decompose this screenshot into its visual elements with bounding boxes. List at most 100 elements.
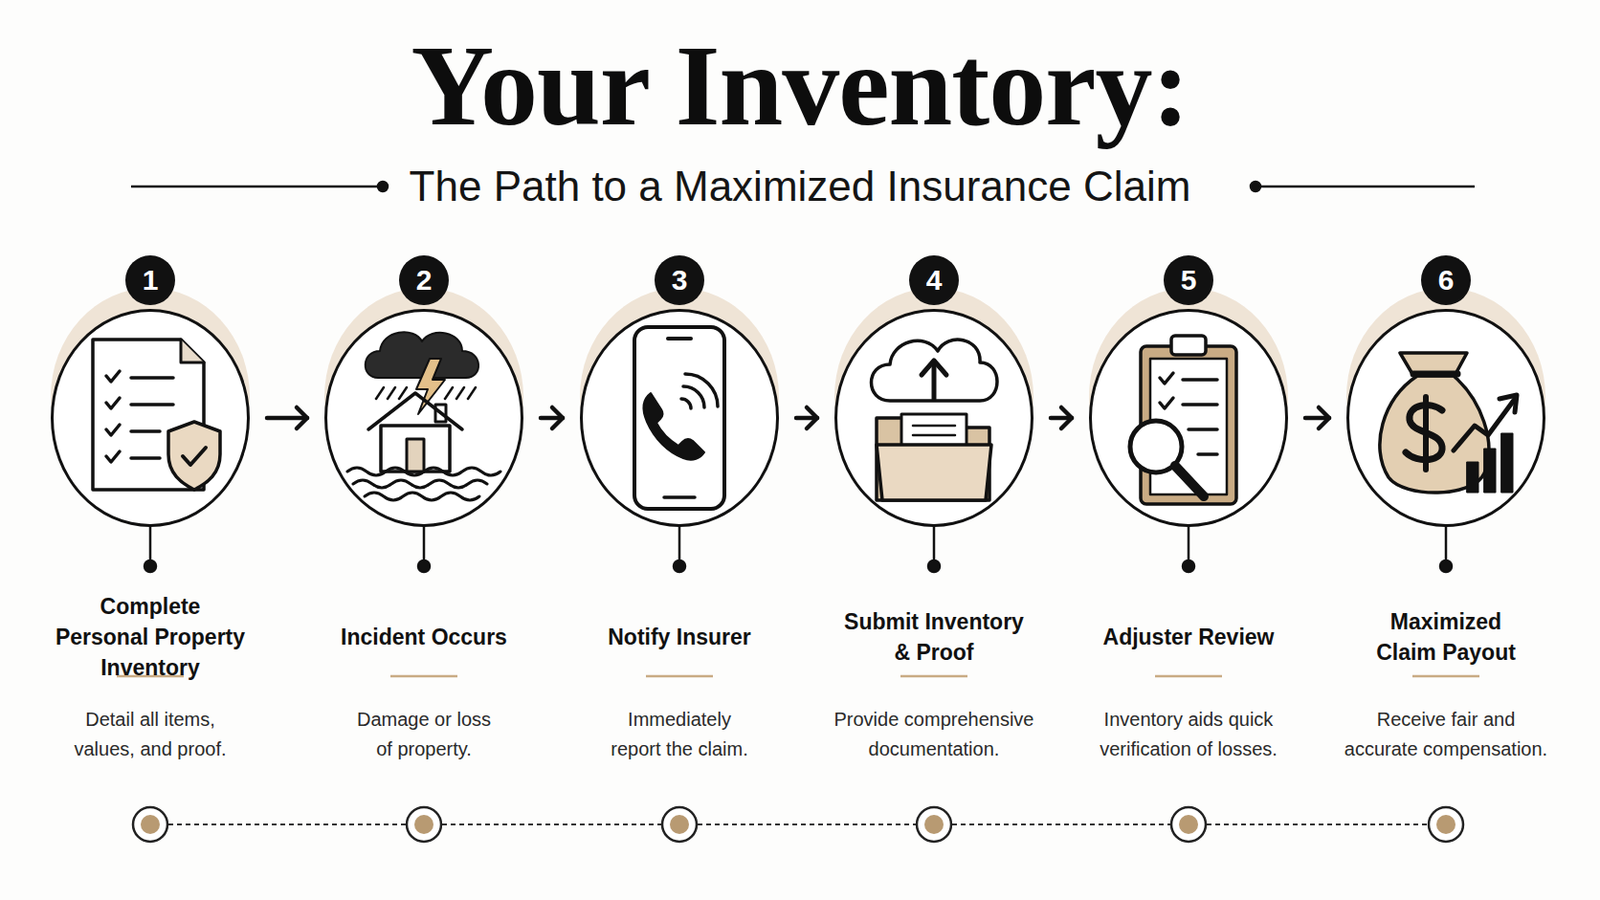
timeline-track [168,823,1428,826]
step-circle: 2Incident OccursDamage or loss of proper… [324,309,524,528]
arrow-head [1061,407,1072,429]
flow-arrow-line [1305,416,1330,422]
phone-icon [634,327,725,510]
money-bag-icon-part [1501,433,1513,493]
money-bag-icon-part [1484,448,1496,493]
storm-house-icon-part [435,404,446,423]
review-icon-part [1171,335,1206,356]
phone-icon-part [667,336,691,341]
leader-stem-part [1444,526,1448,565]
step-number: 2 [399,255,449,306]
checklist-icon-part-part [106,451,120,463]
subtitle-rule-part [131,185,383,189]
timeline-dot-part [1428,807,1464,843]
money-bag-icon-part [1405,405,1443,461]
phone-icon-part [664,495,695,500]
step-description: Inventory aids quick verification of los… [1090,705,1288,765]
step-description: Detail all items, values, and proof. [62,705,240,765]
flow-arrow [1305,407,1330,429]
review-icon-part-part [1159,373,1174,384]
storm-house-icon-part-part [467,387,476,400]
storm-house-icon-part [406,439,424,472]
checklist-icon-part [180,339,204,363]
review-icon-part-part [1182,402,1218,407]
checklist-icon [92,339,221,490]
arrow-head [296,407,308,429]
step-number: 6 [1421,255,1471,306]
timeline-track-part [952,823,1171,826]
timeline-dot-part [916,807,952,843]
leader-stem-part [933,526,936,565]
arrow-head [1318,407,1330,429]
upload-folder-icon-part [912,434,956,438]
circle-halo-part [50,288,250,507]
step-circle: 1Complete Personal Property InventoryDet… [50,309,250,528]
checklist-icon-part [92,339,204,490]
step-description: Receive fair and accurate compensation. [1337,705,1555,765]
subtitle-rule-part [377,181,388,192]
money-bag-icon-part [1400,353,1467,375]
leader-stem-part [1187,526,1191,565]
review-icon-part [1140,346,1237,505]
leader-stem-part [1182,560,1195,573]
heading-underline-part [1412,675,1480,679]
timeline-dot [133,807,1464,843]
step-number: 1 [125,255,176,306]
checklist-icon-part-part [106,424,120,436]
upload-folder-icon [871,339,999,501]
timeline-dot-part [669,815,689,835]
timeline-dot-part [1171,807,1206,843]
step-description: Immediately report the claim. [602,705,756,765]
money-bag-icon [1379,353,1517,493]
phone-icon-part-part [681,399,691,409]
review-icon-part-part [1188,427,1218,432]
review-icon-part [1130,421,1182,473]
storm-house-icon-part-part [376,387,384,400]
checklist-icon-part-part [106,371,120,382]
step-circle: 3Notify InsurerImmediately report the cl… [579,309,779,528]
flow-arrow-line [540,416,563,422]
leader-stem-part [678,526,682,565]
checklist-icon-part-part [131,429,160,434]
review-icon-part [1159,373,1218,455]
timeline-track-part [697,823,916,826]
timeline-dot-part [662,807,697,843]
upload-folder-icon-part [921,360,947,376]
heading-underline-part [645,675,713,679]
step-heading: Complete Personal Property Inventory [52,586,249,689]
checklist-icon-part-part [131,456,160,461]
flow-arrow [266,407,308,429]
step-circle: 4Submit Inventory & ProofProvide compreh… [834,309,1034,528]
step-heading: Notify Insurer [574,586,785,689]
timeline-track-part [442,823,662,826]
phone-icon-part [681,374,718,409]
timeline-track-part [168,823,406,826]
circle-halo-part [1088,288,1289,507]
timeline-dot-part [924,815,944,835]
checklist-icon-part-part [131,376,174,380]
money-bag-icon-part [1413,371,1458,378]
circle-halo-part [324,288,524,507]
step-number: 5 [1163,255,1214,306]
flow-arrow-line [1050,416,1072,422]
checklist-icon-part [182,447,206,466]
step-heading: Submit Inventory & Proof [838,586,1030,689]
arrow-head [806,407,818,429]
flow-arrow [796,407,818,429]
review-icon-part-part [1182,377,1218,382]
flow-arrow [540,407,563,429]
heading-underline-part [390,675,458,679]
subtitle-rule-part [1255,185,1475,189]
timeline-dot-part [1178,815,1199,835]
storm-house-icon-part [380,425,450,472]
step-description: Damage or loss of property. [350,705,499,765]
phone-icon-part [634,327,725,510]
arrow-head [552,407,563,429]
storm-house-icon-part [365,332,479,378]
leader-stem-part [1440,560,1452,573]
storm-house-icon-part-part [456,387,465,400]
phone-icon-part-part [685,374,718,407]
step-circle: 6Maximized Claim PayoutReceive fair and … [1346,309,1546,528]
step-number: 3 [654,255,705,306]
leader-stem-part [418,560,430,573]
